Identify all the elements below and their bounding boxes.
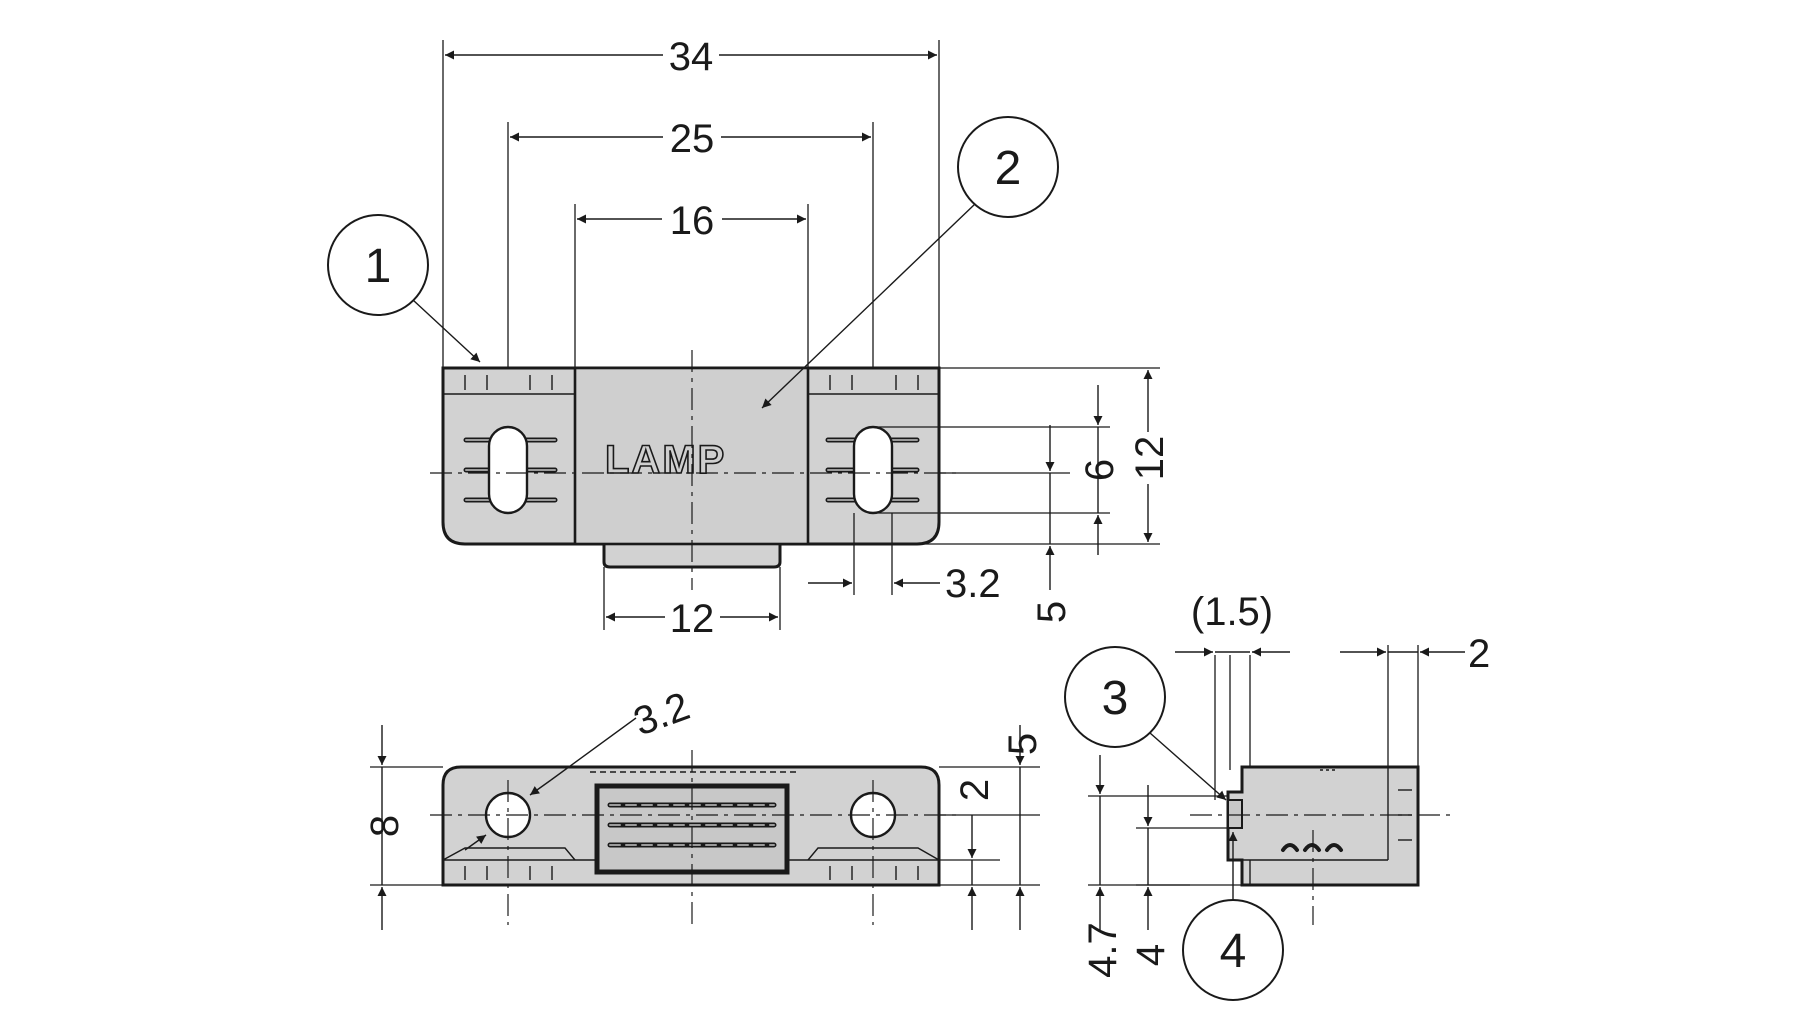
dim-4-7: 4.7 xyxy=(1081,755,1125,978)
right-mounting-slot xyxy=(825,425,920,515)
side-view-body xyxy=(1226,765,1420,887)
dim-label-2-side: 2 xyxy=(1468,632,1490,676)
balloon-2-label: 2 xyxy=(995,142,1022,195)
top-view: LAMP 34 25 16 12 xyxy=(430,35,1172,641)
dim-label-1-5: (1.5) xyxy=(1191,590,1273,634)
dim-label-6: 6 xyxy=(1078,459,1122,481)
dim-label-5-front: 5 xyxy=(1001,733,1045,755)
balloon-3: 3 xyxy=(1064,646,1227,801)
dim-2-side: 2 xyxy=(1340,632,1490,676)
dim-8: 8 xyxy=(363,725,407,930)
dim-34: 34 xyxy=(445,35,937,79)
dim-1-5: (1.5) xyxy=(1175,590,1290,657)
dim-6: 6 xyxy=(1078,385,1122,555)
dim-label-12-vertical: 12 xyxy=(1128,436,1172,481)
dim-label-25: 25 xyxy=(670,117,715,161)
dim-label-5-top: 5 xyxy=(1030,601,1074,623)
balloon-2: 2 xyxy=(761,116,1059,409)
dim-5-top: 5 xyxy=(1030,425,1074,623)
left-mounting-slot xyxy=(463,425,558,515)
balloon-1-label: 1 xyxy=(365,240,392,293)
dim-label-16: 16 xyxy=(670,199,715,243)
dim-label-4-7: 4.7 xyxy=(1081,922,1125,978)
dim-label-3-2-slot: 3.2 xyxy=(945,562,1001,606)
dim-label-4: 4 xyxy=(1129,944,1173,966)
dim-3-2-slot: 3.2 xyxy=(808,562,1001,606)
balloon-3-label: 3 xyxy=(1102,672,1129,725)
dim-label-8: 8 xyxy=(363,815,407,837)
balloon-4-label: 4 xyxy=(1220,925,1247,978)
magnet-face xyxy=(1227,799,1243,829)
balloon-4: 4 xyxy=(1182,832,1284,1001)
brand-logo: LAMP xyxy=(605,438,726,482)
dim-label-2-front: 2 xyxy=(953,779,997,801)
dim-12-vertical: 12 xyxy=(1128,370,1172,542)
dim-2-front: 2 xyxy=(953,779,997,930)
dim-16: 16 xyxy=(577,199,806,243)
dim-label-34: 34 xyxy=(669,35,714,79)
dim-label-12-tab: 12 xyxy=(670,597,715,641)
rail-ticks xyxy=(464,375,919,390)
dim-4: 4 xyxy=(1129,785,1173,966)
dim-label-3-2-hole: 3.2 xyxy=(628,684,695,744)
front-view: 3.2 8 5 2 xyxy=(363,684,1045,930)
base-ticks xyxy=(464,866,919,880)
dim-5-front: 5 xyxy=(1001,725,1045,930)
dim-25: 25 xyxy=(510,117,871,161)
dim-12-tab: 12 xyxy=(603,567,781,641)
balloon-1: 1 xyxy=(327,214,481,363)
side-view: (1.5) 2 4.7 4 xyxy=(1081,590,1490,978)
